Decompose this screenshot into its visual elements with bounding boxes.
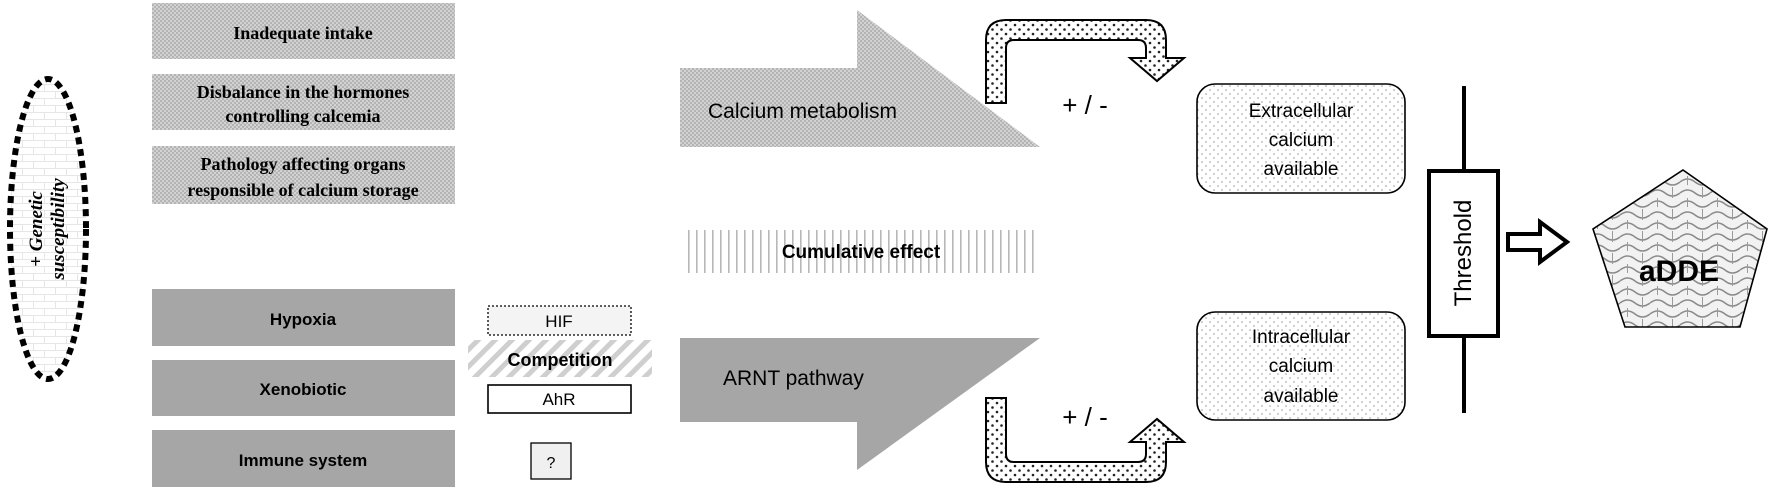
arnt-pathway-arrow: ARNT pathway [680, 338, 1040, 470]
adde-label: aDDE [1639, 255, 1719, 288]
threshold-gate: Threshold [1427, 86, 1500, 413]
competition-box: Competition [468, 340, 652, 377]
calcium-cause-label: controlling calcemia [225, 106, 380, 126]
arnt-cause-label: Immune system [239, 451, 368, 470]
bottom-modulation-arrow [985, 397, 1187, 483]
outcome-arrow [1506, 218, 1571, 266]
unknown-label: ? [547, 455, 556, 472]
arnt-cause-box: Hypoxia [152, 289, 455, 346]
extracellular-label: Extracellular [1249, 101, 1354, 122]
calcium-cause-box: Pathology affecting organs responsible o… [152, 146, 455, 204]
adde-pentagon: aDDE [1592, 169, 1768, 328]
calcium-metabolism-arrow: Calcium metabolism [680, 10, 1040, 147]
top-modulation-arrow [985, 19, 1187, 104]
ahr-label: AhR [542, 390, 575, 409]
genetic-label-line2: susceptibility [48, 178, 69, 281]
top-modulation-label: + / - [1062, 90, 1108, 120]
arnt-cause-label: Xenobiotic [260, 380, 347, 399]
cumulative-effect-label: Cumulative effect [782, 242, 941, 263]
calcium-cause-label: Disbalance in the hormones [197, 82, 410, 102]
intracellular-label: calcium [1269, 356, 1333, 377]
unknown-box: ? [530, 442, 572, 480]
calcium-cause-label: Pathology affecting organs [201, 154, 406, 174]
genetic-label-line1: + Genetic [26, 191, 47, 267]
threshold-label: Threshold [1450, 200, 1477, 307]
intracellular-label: available [1264, 386, 1339, 407]
extracellular-label: available [1264, 159, 1339, 180]
arnt-cause-box: Xenobiotic [152, 360, 455, 416]
calcium-cause-box: Inadequate intake [152, 3, 455, 59]
competition-label: Competition [508, 350, 613, 370]
arnt-pathway-label: ARNT pathway [723, 367, 864, 390]
ahr-box: AhR [487, 384, 632, 414]
arnt-cause-box: Immune system [152, 430, 455, 487]
intracellular-label: Intracellular [1252, 327, 1351, 348]
calcium-cause-label: Inadequate intake [233, 23, 373, 43]
extracellular-calcium-box: Extracellular calcium available [1196, 83, 1406, 194]
arnt-cause-label: Hypoxia [270, 310, 337, 329]
hif-label: HIF [545, 312, 572, 331]
calcium-cause-label: responsible of calcium storage [187, 180, 418, 200]
hif-box: HIF [487, 305, 632, 336]
calcium-metabolism-label: Calcium metabolism [708, 100, 897, 123]
calcium-cause-box: Disbalance in the hormones controlling c… [152, 74, 455, 130]
intracellular-calcium-box: Intracellular calcium available [1196, 311, 1406, 421]
cumulative-effect-band: Cumulative effect [682, 230, 1040, 273]
genetic-susceptibility-ellipse: + Genetic susceptibility [7, 76, 89, 382]
extracellular-label: calcium [1269, 130, 1333, 151]
bottom-modulation-label: + / - [1062, 402, 1108, 432]
